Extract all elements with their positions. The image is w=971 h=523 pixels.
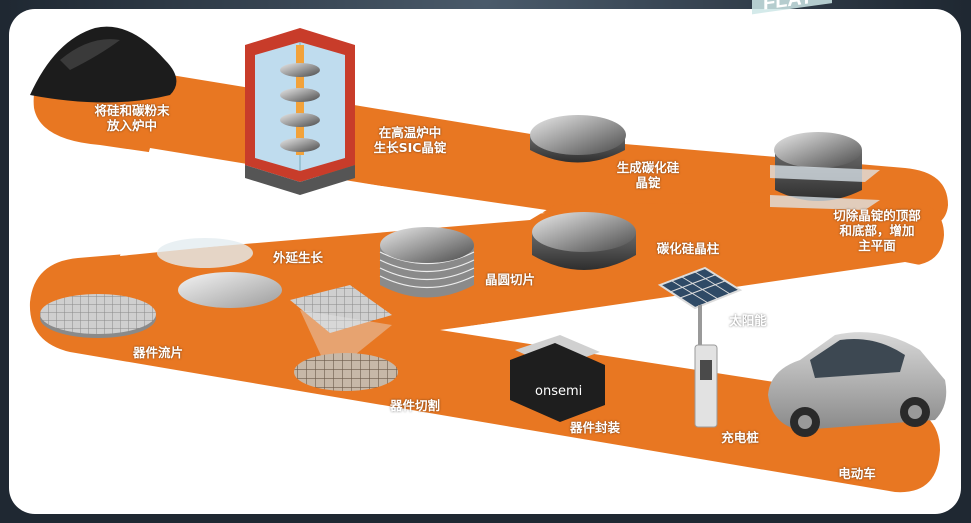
step-charging-label: 充电桩 [721,430,759,445]
step-packaging-label: 器件封装 [569,420,620,435]
step-epitaxy-label: 外延生长 [272,250,323,265]
chip-brand-text: onsemi [535,384,582,399]
flat-sign-text: FLAT [763,0,813,15]
step-grow-ingot-label: 在高温炉中 生长SIC晶锭 [373,125,447,155]
chip-package-icon: onsemi [510,335,605,422]
step-dicing-label: 器件切割 [389,398,440,413]
step-device-fab-label: 器件流片 [132,345,183,360]
step-cut-ends-label: 切除晶锭的顶部 和底部，增加 主平面 [833,208,921,253]
solar-panel-icon [657,266,743,345]
device-fab-wafer-icon [40,294,156,338]
step-solar-label: 太阳能 [729,313,767,328]
electric-car-icon [768,332,947,437]
step-sic-ingot-label: 生成碳化硅 晶锭 [616,160,680,190]
dicing-icon [290,285,398,391]
powder-pile-icon [30,26,177,103]
charging-station-icon [694,344,718,428]
step-ev-label: 电动车 [838,466,876,481]
step-sic-boule-label: 碳化硅晶柱 [656,241,720,256]
band-gap-1 [120,148,545,256]
sic-boule-icon [532,212,636,270]
wafer-stack-icon [379,227,475,298]
step-mix-powder-label: 将硅和碳粉末 放入炉中 [94,103,170,133]
step-wafer-slice-label: 晶圆切片 [484,272,535,287]
furnace-icon [245,28,355,195]
epitaxy-wafer-icon [157,238,282,308]
sic-ingot-icon [530,115,626,163]
